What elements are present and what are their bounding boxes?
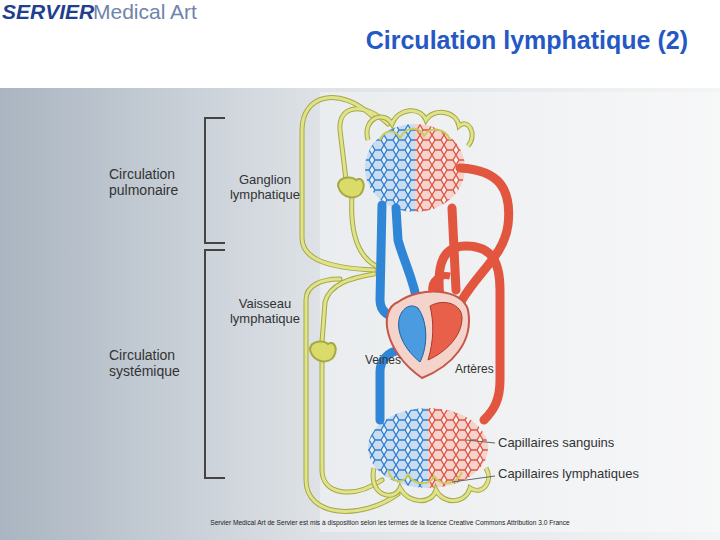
- lymph-vessel: [322, 274, 374, 342]
- capillary-bed-arterial: [428, 408, 488, 488]
- leader-line: [466, 440, 495, 443]
- group-label: Circulation systémique: [109, 347, 197, 379]
- lymph-node: [310, 342, 336, 362]
- lymph-vessel: [302, 98, 374, 270]
- heart-right-chambers: [399, 306, 426, 362]
- lower-capillary-bed: [368, 408, 488, 488]
- heart-left-chambers: [428, 302, 462, 360]
- artery: [452, 208, 456, 290]
- logo-text: SERVIER: [2, 0, 94, 24]
- lymph-capillaries: [373, 468, 488, 501]
- lymph-capillaries: [367, 111, 472, 146]
- group-label: Circulation pulmonaire: [109, 166, 197, 198]
- lymph-node: [338, 178, 364, 198]
- lymph-vessel: [352, 196, 376, 266]
- bracket: [205, 250, 225, 478]
- logo-text: Medical Art: [93, 0, 197, 24]
- part-label: Ganglion lymphatique: [222, 173, 308, 203]
- upper-capillary-bed: [365, 124, 465, 212]
- panel-highlight: [320, 92, 720, 532]
- part-label: Vaisseau lymphatique: [222, 297, 308, 327]
- license-caption: Servier Medical Art de Servier est mis à…: [80, 519, 700, 527]
- lymph-vessel: [322, 274, 374, 342]
- bracket: [205, 118, 225, 243]
- lymph-capillaries: [367, 111, 472, 146]
- vein: [396, 208, 418, 306]
- lymph-capillaries: [373, 468, 488, 501]
- aorta: [432, 276, 450, 292]
- part-label: Capillaires sanguins: [498, 436, 614, 451]
- background-panel: [0, 88, 720, 540]
- part-label: Capillaires lymphatiques: [498, 467, 639, 482]
- leader-line: [452, 476, 495, 482]
- slide-title: Circulation lymphatique (2): [268, 26, 688, 55]
- lymph-capillaries: [388, 470, 462, 483]
- part-label: Veines: [365, 354, 401, 368]
- lymph-capillaries: [380, 129, 450, 140]
- lymph-vessel: [352, 196, 376, 266]
- lymph-vessel: [302, 98, 374, 270]
- part-label: Artères: [455, 363, 494, 377]
- capillary-bed-venous: [365, 124, 415, 212]
